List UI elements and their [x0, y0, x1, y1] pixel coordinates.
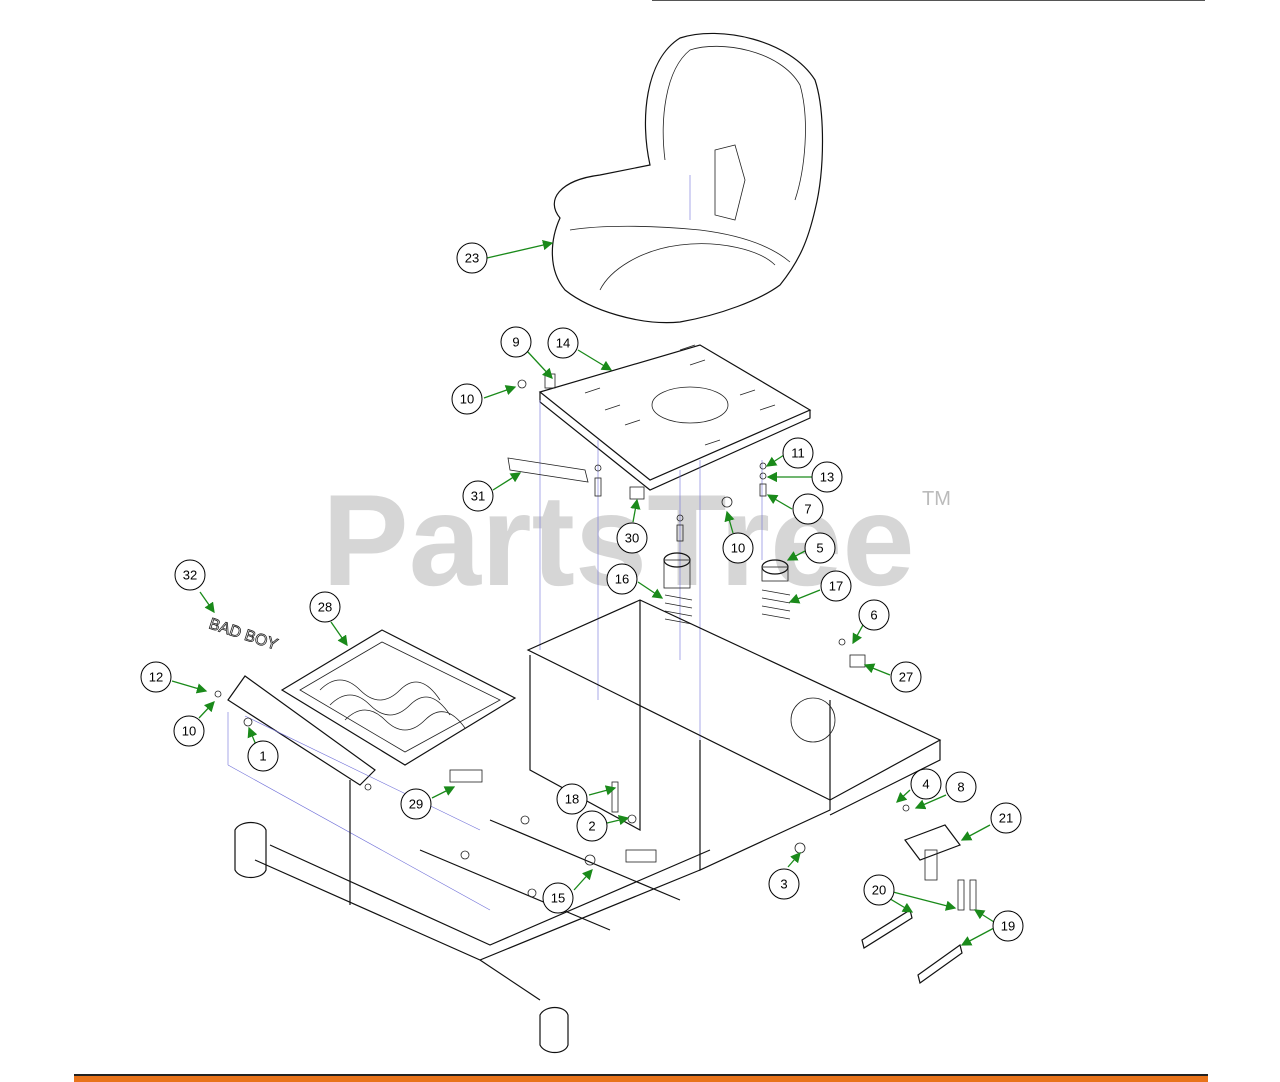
svg-text:13: 13	[820, 470, 834, 485]
callout-3: 3	[768, 868, 800, 900]
logo-decal: BAD BOY	[207, 616, 280, 654]
callout-16: 16	[606, 563, 638, 595]
callout-2: 2	[576, 810, 608, 842]
svg-text:9: 9	[512, 335, 519, 350]
svg-text:27: 27	[899, 670, 913, 685]
footer-bar	[74, 1074, 1208, 1082]
callout-11: 11	[782, 437, 814, 469]
top-rule	[652, 0, 1205, 1]
svg-text:4: 4	[922, 777, 929, 792]
svg-text:11: 11	[791, 446, 805, 461]
svg-text:1: 1	[259, 749, 266, 764]
callout-13: 13	[811, 461, 843, 493]
svg-text:17: 17	[829, 579, 843, 594]
callout-17: 17	[820, 570, 852, 602]
svg-text:7: 7	[804, 502, 811, 517]
callout-23: 23	[456, 242, 488, 274]
svg-text:12: 12	[149, 670, 163, 685]
svg-text:3: 3	[780, 877, 787, 892]
svg-text:5: 5	[816, 541, 823, 556]
svg-text:21: 21	[999, 811, 1013, 826]
svg-text:28: 28	[318, 600, 332, 615]
callout-10: 10	[451, 383, 483, 415]
callout-28: 28	[309, 591, 341, 623]
svg-text:6: 6	[870, 608, 877, 623]
svg-text:8: 8	[957, 780, 964, 795]
svg-text:30: 30	[625, 531, 639, 546]
callout-29: 29	[400, 788, 432, 820]
svg-text:20: 20	[872, 883, 886, 898]
svg-text:10: 10	[182, 724, 196, 739]
svg-text:15: 15	[551, 891, 565, 906]
callout-30: 30	[616, 522, 648, 554]
svg-text:23: 23	[465, 251, 479, 266]
svg-text:10: 10	[731, 541, 745, 556]
callout-5: 5	[804, 532, 836, 564]
seat-plate	[538, 344, 812, 830]
svg-text:18: 18	[565, 792, 579, 807]
callout-20: 20	[863, 874, 895, 906]
callout-10c: 10	[173, 715, 205, 747]
floor-mat	[280, 629, 517, 766]
callout-1: 1	[247, 740, 279, 772]
svg-text:29: 29	[409, 797, 423, 812]
springs	[663, 552, 791, 625]
callout-27: 27	[890, 661, 922, 693]
callout-6: 6	[858, 599, 890, 631]
seat	[551, 32, 824, 324]
svg-text:31: 31	[471, 489, 485, 504]
svg-text:19: 19	[1001, 919, 1015, 934]
callout-10b: 10	[722, 532, 754, 564]
svg-text:2: 2	[588, 819, 595, 834]
callout-31: 31	[462, 480, 494, 512]
callout-12: 12	[140, 661, 172, 693]
callout-21: 21	[990, 802, 1022, 834]
callout-18: 18	[556, 783, 588, 815]
svg-text:14: 14	[556, 336, 570, 351]
callout-4: 4	[910, 768, 942, 800]
leaders	[171, 239, 995, 946]
callout-9: 9	[500, 326, 532, 358]
callout-19: 19	[992, 910, 1024, 942]
callout-14: 14	[547, 327, 579, 359]
svg-text:32: 32	[183, 568, 197, 583]
foot-rest	[214, 675, 491, 911]
callout-7: 7	[792, 493, 824, 525]
svg-text:10: 10	[460, 392, 474, 407]
callout-8: 8	[945, 771, 977, 803]
callout-32: 32	[174, 559, 206, 591]
callout-15: 15	[542, 882, 574, 914]
linkage	[611, 638, 977, 985]
watermark-tm: TM	[922, 488, 951, 510]
svg-text:16: 16	[615, 572, 629, 587]
